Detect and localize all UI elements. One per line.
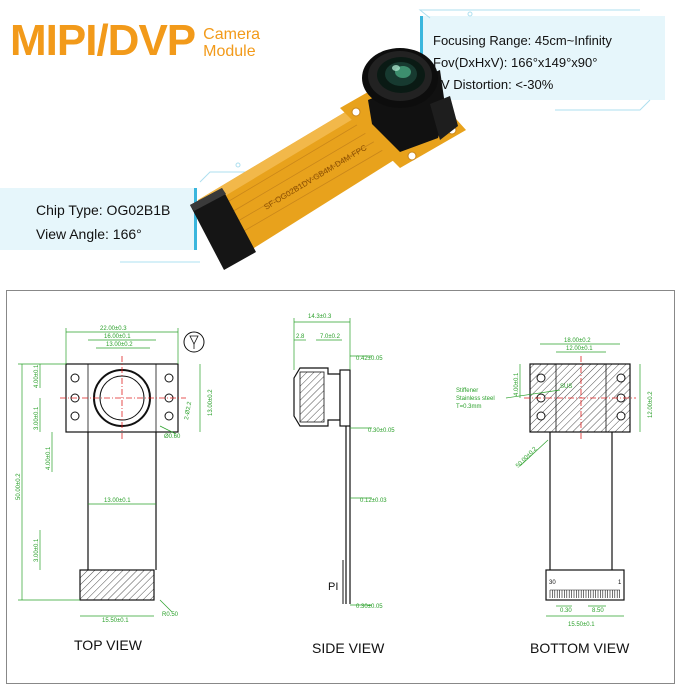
brand-subtitle-line2: Module	[203, 43, 256, 60]
side-dim-d1: 2.8	[296, 334, 305, 340]
bot-dim-h1: 4.00±0.1	[514, 372, 520, 396]
top-dim-hole: Ø0.60	[164, 434, 181, 440]
bot-dim-outer: 18.00±0.2	[564, 338, 591, 344]
esd-warning-icon	[183, 331, 205, 353]
top-dim-conn-len: 3.00±0.1	[34, 538, 40, 562]
side-dim-thk1: 0.42±0.05	[356, 356, 383, 362]
view-angle-text: View Angle: 166°	[36, 226, 142, 242]
chip-spec-box: Chip Type: OG02B1B View Angle: 166°	[0, 188, 197, 250]
bot-pin-start: 30	[549, 580, 556, 586]
bot-dim-stiff3: T=0.3mm	[456, 404, 482, 410]
bot-dim-h2: 12.00±0.2	[648, 391, 654, 418]
bot-dim-pitch2: 8.50	[592, 608, 604, 614]
bot-dim-fpc: 50.00±0.2	[515, 446, 539, 470]
brand-subtitle: Camera Module	[203, 26, 260, 60]
top-dim-outer: 22.00±0.3	[100, 326, 127, 332]
product-photo-area: MIPI/DVP Camera Module Focusing Range: 4…	[0, 0, 680, 280]
side-pi-label: PI	[328, 581, 338, 593]
top-dim-conn-radius: R0.50	[162, 612, 179, 618]
chip-type-text: Chip Type: OG02B1B	[36, 202, 171, 218]
bottom-view-label: BOTTOM VIEW	[530, 640, 630, 656]
bot-dim-stiff2: Stainless steel	[456, 396, 495, 402]
bottom-view-drawing: 18.00±0.2 12.00±0.1 Stiffener Stainless …	[456, 338, 654, 628]
side-dim-thk2: 0.30±0.05	[368, 428, 395, 434]
side-dim-thk4: 0.30±0.05	[356, 604, 383, 610]
focusing-range-text: Focusing Range: 45cm~Infinity	[433, 33, 612, 48]
brand-heading: MIPI/DVP Camera Module	[10, 18, 260, 64]
bot-dim-inner: 12.00±0.1	[566, 346, 593, 352]
top-dim-inner: 13.00±0.2	[106, 342, 133, 348]
tv-distortion-text: TV Distortion: <-30%	[433, 77, 554, 92]
side-dim-d2: 7.0±0.2	[320, 334, 341, 340]
top-dim-left-h2: 3.00±0.1	[34, 406, 40, 430]
side-view-label: SIDE VIEW	[312, 640, 385, 656]
top-dim-conn-width: 15.50±0.1	[102, 618, 129, 624]
side-dim-total: 14.3±0.3	[308, 314, 332, 320]
top-dim-right-h1: 13.00±0.2	[208, 389, 214, 416]
side-view-drawing: 14.3±0.3 2.8 7.0±0.2 0.42±0.05 0.30±0.05…	[293, 314, 395, 610]
technical-drawing-frame	[6, 290, 675, 684]
top-view-label: TOP VIEW	[74, 637, 142, 653]
side-dim-thk3: 0.12±0.03	[360, 498, 387, 504]
bot-pin-end: 1	[618, 580, 622, 586]
top-view-drawing: 22.00±0.3 16.00±0.1 13.00±0.2 4.00±0.1 3…	[16, 326, 214, 624]
top-dim-left-h3: 4.00±0.1	[46, 446, 52, 470]
top-dim-total: 50.00±0.2	[16, 473, 22, 500]
camera-module-illustration: SF-OG02B1DV-GB4M-D4M-FPC	[120, 9, 651, 270]
brand-subtitle-line1: Camera	[203, 26, 261, 43]
brand-title: MIPI/DVP	[10, 16, 196, 65]
top-dim-mid: 16.00±0.1	[104, 334, 131, 340]
bottom-connector-pins	[549, 590, 620, 598]
bot-dim-sus: SUS	[560, 384, 572, 390]
top-dim-fpc-width: 13.00±0.1	[104, 498, 131, 504]
bot-dim-pitch1: 0.30	[560, 608, 572, 614]
fov-text: Fov(DxHxV): 166°x149°x90°	[433, 55, 598, 70]
bot-dim-conn-width: 15.50±0.1	[568, 622, 595, 628]
bot-dim-stiff1: Stiffener	[456, 388, 478, 394]
top-dim-left-h1: 4.00±0.1	[34, 364, 40, 388]
top-dim-right-h2: 2-Ø2.2	[184, 401, 193, 421]
